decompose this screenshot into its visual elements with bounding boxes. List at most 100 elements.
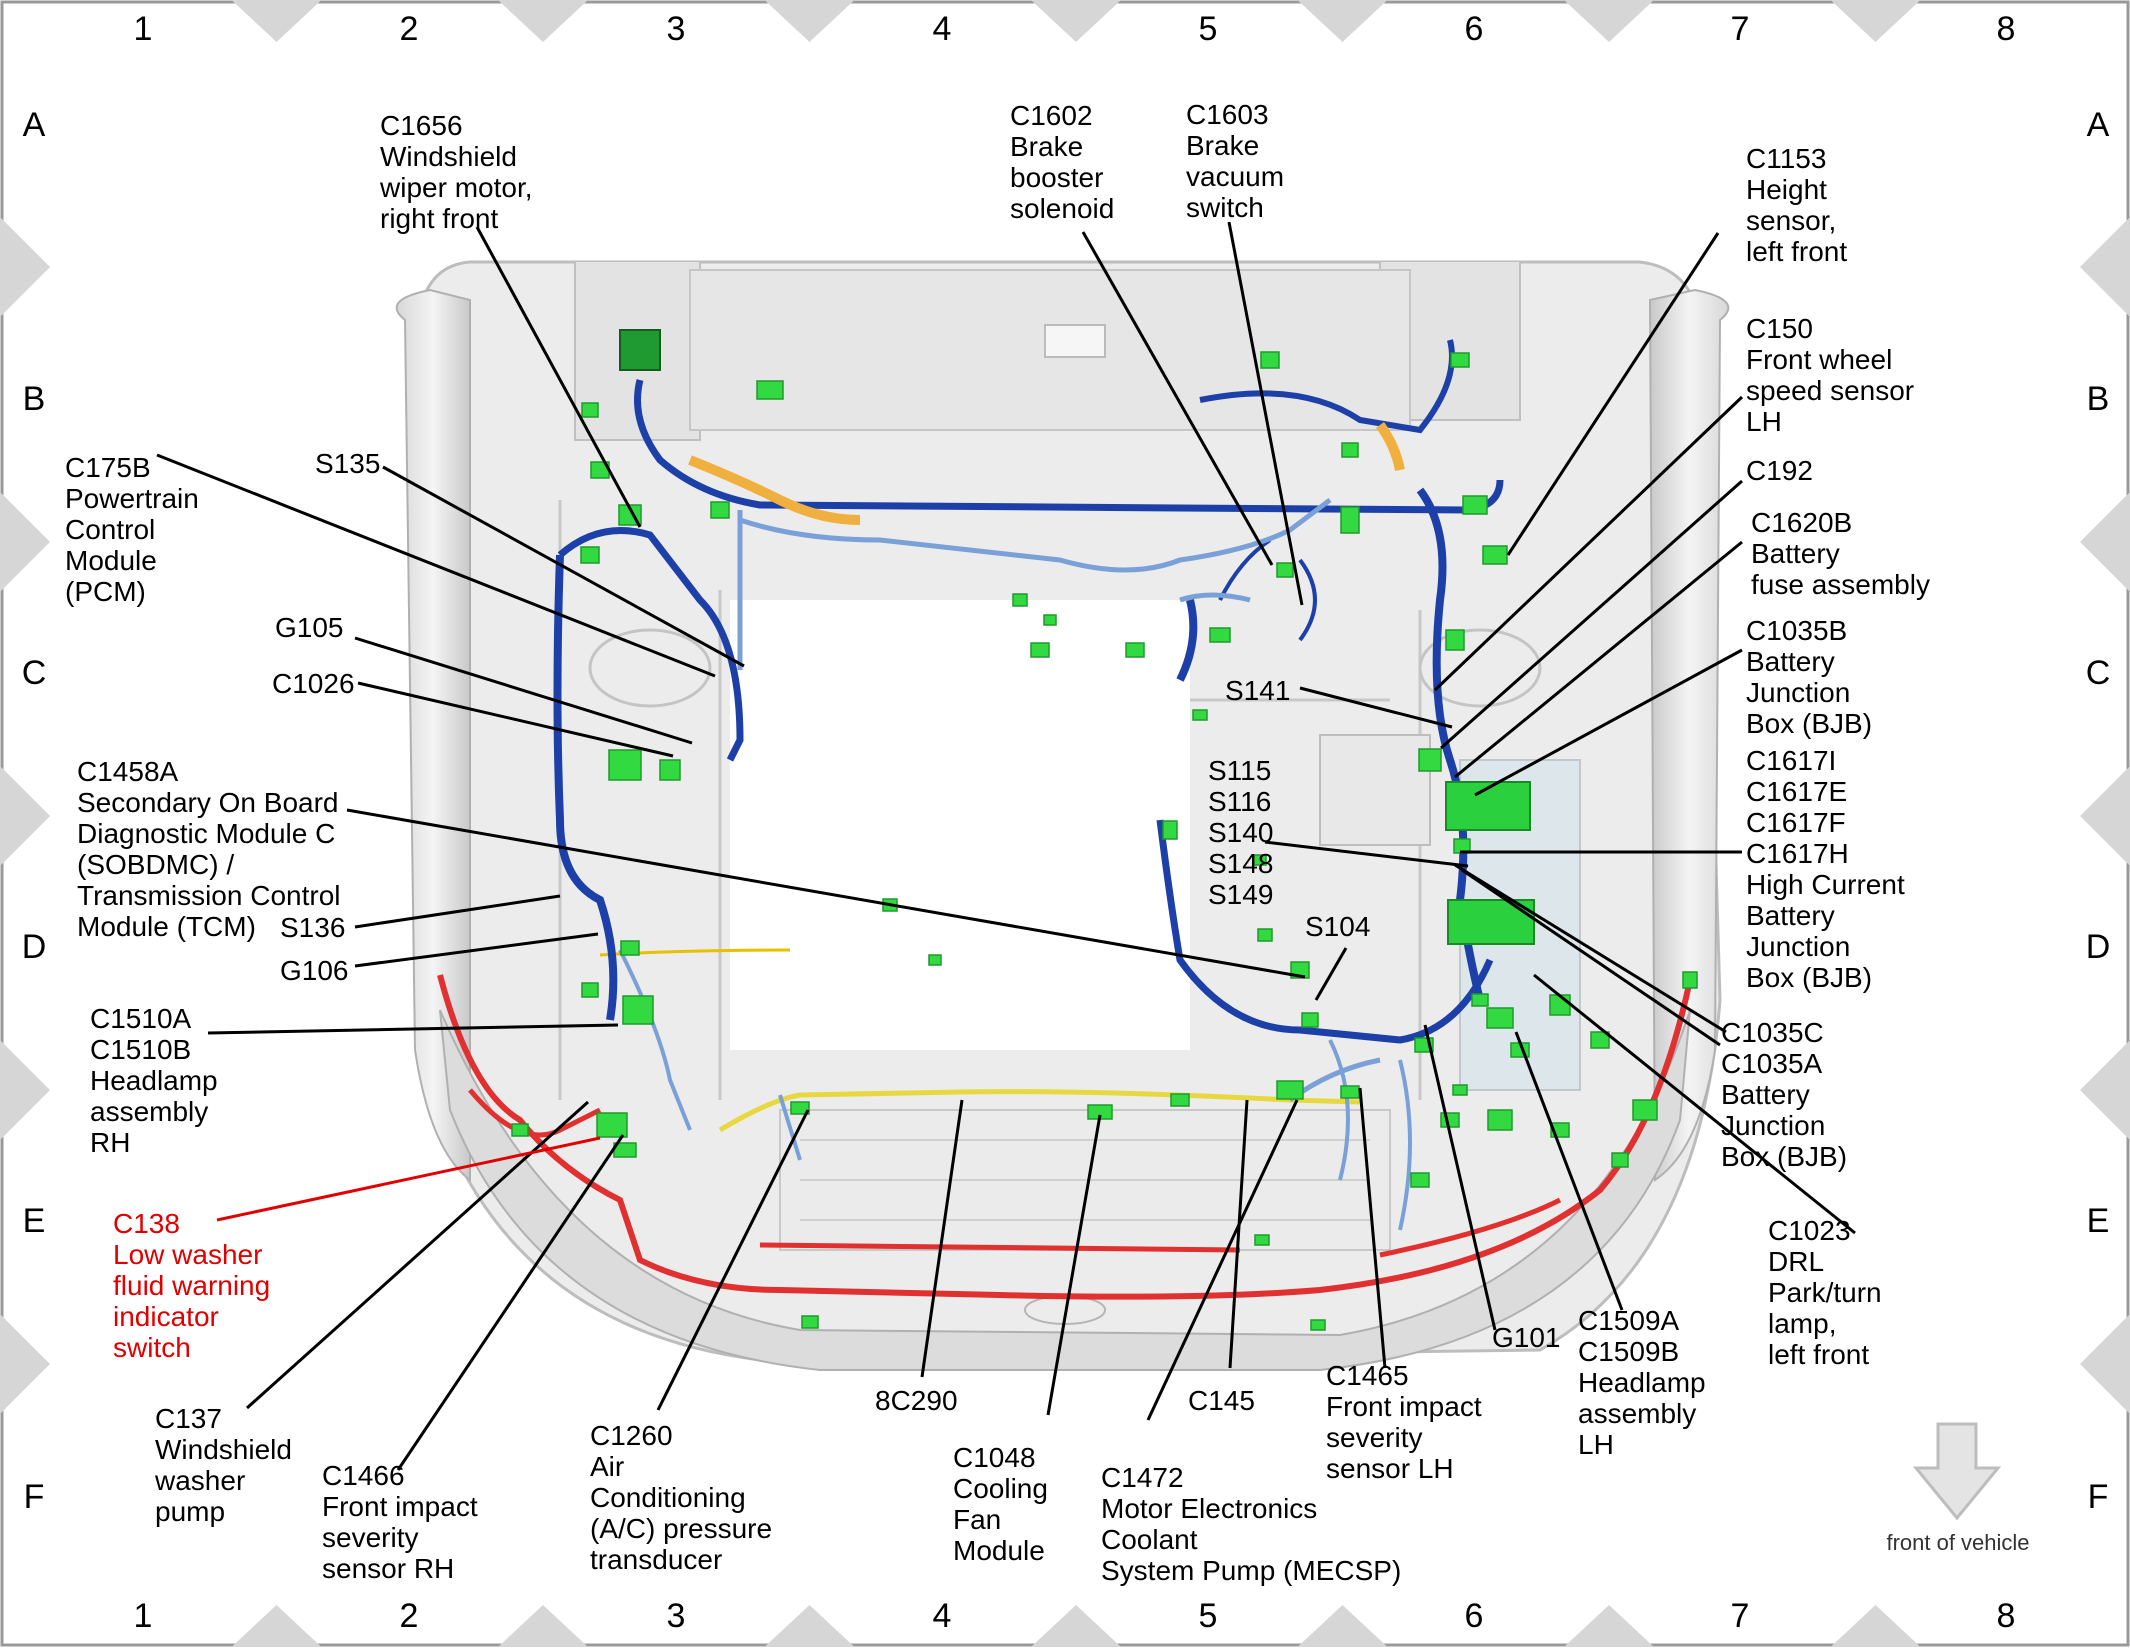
connector-15: [1209, 627, 1231, 643]
callout-line: C1023: [1768, 1215, 1851, 1246]
connector-60: [1341, 442, 1359, 458]
callout-line: switch: [1186, 192, 1264, 223]
callout-line: DRL: [1768, 1246, 1824, 1277]
front-of-vehicle-indicator: front of vehicle: [1886, 1422, 2030, 1555]
connector-58: [1253, 854, 1267, 866]
callout-line: S135: [315, 448, 380, 479]
callout-line: assembly: [90, 1096, 208, 1127]
grid-row-right-B: B: [2087, 380, 2110, 418]
grid-column-top-3: 3: [667, 10, 686, 48]
grid-diamond-right: [2080, 1314, 2130, 1414]
grid-row-left-A: A: [23, 106, 46, 144]
callout-line: C1048: [953, 1442, 1036, 1473]
connector-45: [1549, 994, 1571, 1016]
callout-line: wiper motor,: [379, 172, 533, 203]
grid-row-right-F: F: [2088, 1478, 2109, 1516]
callout-line: Box (BJB): [1721, 1141, 1847, 1172]
callout-line: System Pump (MECSP): [1101, 1555, 1401, 1586]
callout-line: Battery: [1721, 1079, 1810, 1110]
grid-diamond-bottom: [231, 1605, 322, 1652]
grid-column-top-2: 2: [400, 10, 419, 48]
connector-55: [928, 954, 942, 966]
connector-23: [1257, 928, 1273, 942]
battery-junction-box-upper: [1445, 781, 1531, 831]
connector-25: [659, 759, 681, 781]
callout-line: C1656: [380, 110, 463, 141]
callout-line: Windshield: [155, 1434, 292, 1465]
callout-line: C1602: [1010, 100, 1093, 131]
grid-diamond-right: [2080, 492, 2130, 592]
callout-line: assembly: [1578, 1398, 1696, 1429]
callout-line: S149: [1208, 879, 1273, 910]
callout-line: solenoid: [1010, 193, 1114, 224]
down-arrow-icon: [1912, 1422, 2002, 1521]
grid-diamond-top: [1564, 0, 1654, 42]
connector-35: [1452, 1084, 1468, 1096]
connector-34: [1486, 1007, 1514, 1029]
callout-line: C1617I: [1746, 745, 1836, 776]
connector-33: [1340, 1085, 1360, 1099]
grid-diamond-right: [2080, 1040, 2130, 1140]
grid-column-top-8: 8: [1997, 10, 2016, 48]
callout-line: Transmission Control: [77, 880, 340, 911]
connector-48: [1487, 1109, 1513, 1131]
connector-28: [596, 1112, 628, 1138]
callout-line: C192: [1746, 455, 1813, 486]
callout-line: Module (TCM): [77, 911, 256, 942]
grid-diamond-right: [2080, 217, 2130, 317]
green-module-cowl: [619, 329, 661, 371]
connector-14: [1192, 709, 1208, 721]
grid-column-bottom-7: 7: [1731, 1597, 1750, 1635]
grid-diamond-left: [0, 217, 50, 317]
callout-line: C1153: [1746, 143, 1826, 174]
callout-line: C1617H: [1746, 838, 1849, 869]
callout-line: washer: [154, 1465, 245, 1496]
callout-line: Powertrain: [65, 483, 199, 514]
grid-diamond-top: [231, 0, 322, 42]
callout-line: sensor RH: [322, 1553, 454, 1584]
grid-column-top-6: 6: [1465, 10, 1484, 48]
connector-26: [622, 995, 654, 1025]
connector-49: [1162, 820, 1178, 840]
connector-5: [756, 380, 784, 400]
grid-row-right-E: E: [2087, 1202, 2110, 1240]
callout-line: C1035B: [1746, 615, 1847, 646]
connector-37: [1440, 1112, 1460, 1128]
grid-column-top-4: 4: [933, 10, 952, 48]
callout-line: C1458A: [77, 756, 179, 787]
callout-line: G101: [1492, 1322, 1561, 1353]
connector-16: [1445, 629, 1465, 651]
callout-line: C1466: [322, 1460, 405, 1491]
connector-12: [1125, 642, 1145, 658]
connector-51: [1471, 993, 1489, 1007]
grid-diamond-top: [1830, 0, 1921, 42]
grid-column-top-7: 7: [1731, 10, 1750, 48]
callout-line: LH: [1746, 406, 1782, 437]
callout-line: right front: [380, 203, 498, 234]
callout-line: S148: [1208, 848, 1273, 879]
grid-row-left-E: E: [23, 1202, 46, 1240]
grid-diamond-top: [764, 0, 855, 42]
connector-19: [1482, 545, 1508, 565]
leader-lines: [156, 221, 1856, 1471]
callout-line: transducer: [590, 1544, 722, 1575]
grid-diamond-left: [0, 1314, 50, 1414]
connector-38: [1410, 1172, 1430, 1188]
connector-30: [790, 1101, 810, 1115]
connector-44: [1682, 971, 1698, 989]
callout-line: High Current: [1746, 869, 1905, 900]
connector-47: [1632, 1099, 1658, 1121]
connector-54: [581, 402, 599, 418]
grid-diamond-bottom: [1830, 1605, 1921, 1652]
callout-line: C137: [155, 1403, 222, 1434]
grid-diamond-left: [0, 1040, 50, 1140]
callout-c8c290: 8C290: [875, 1385, 958, 1416]
callout-line: sensor,: [1746, 205, 1836, 236]
grid-diamond-top: [1297, 0, 1388, 42]
connector-11: [1030, 642, 1050, 658]
